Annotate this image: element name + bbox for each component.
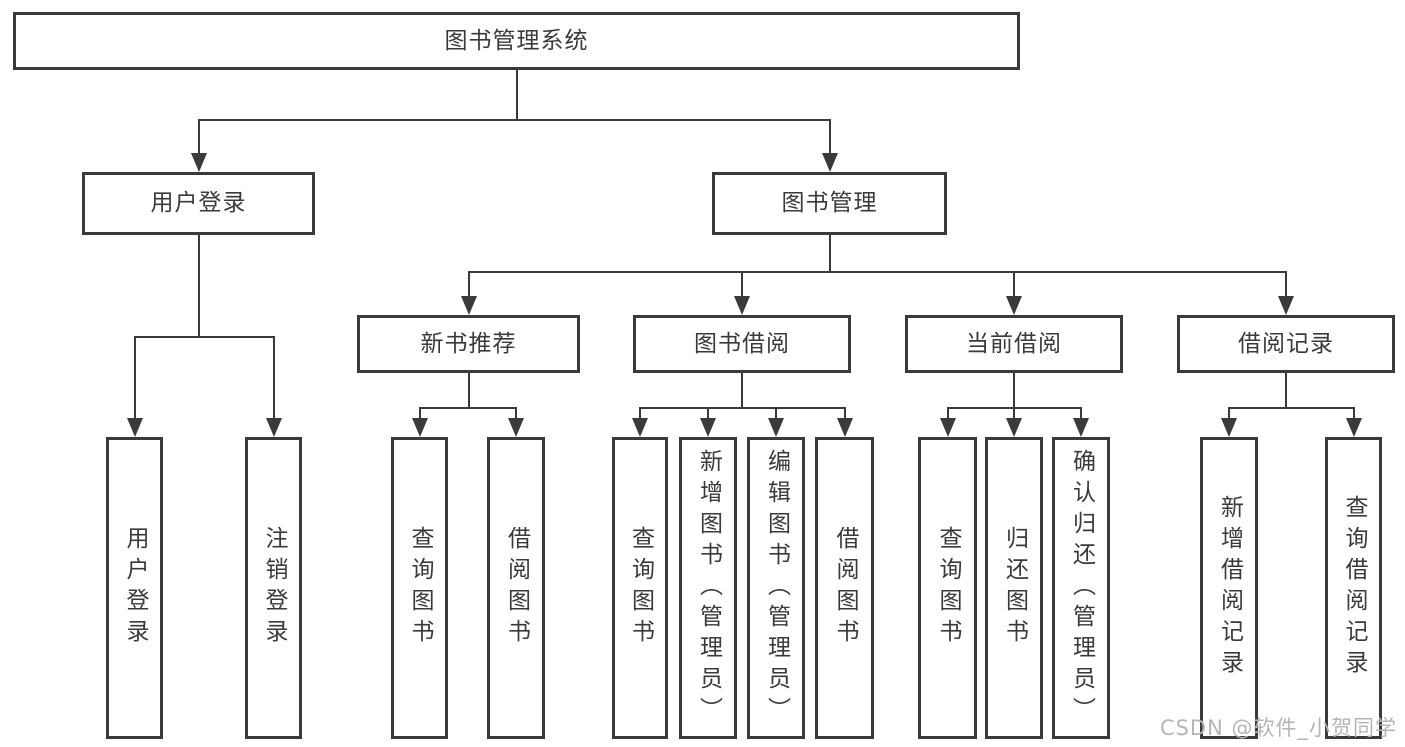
node-label-user-login: 用户登录 [150, 190, 247, 216]
node-label-leaf-add-borrow-record: 新增借阅记录 [1216, 495, 1243, 681]
node-current-borrow: 当前借阅 [905, 315, 1123, 373]
connector-drop [1013, 271, 1015, 298]
node-leaf-borrow-book-rec: 借阅图书 [487, 437, 545, 739]
node-leaf-add-borrow-record: 新增借阅记录 [1200, 437, 1258, 739]
node-leaf-add-book-admin: 新增图书（管理员） [679, 437, 737, 739]
connector-drop [1228, 407, 1230, 420]
connector-drop [273, 336, 275, 420]
watermark-text: CSDN @软件_小贺同学 [1159, 716, 1397, 740]
connector-drop [741, 271, 743, 298]
connector-drop [1353, 407, 1355, 420]
arrowhead-down-icon [191, 153, 207, 172]
connector-stub [468, 373, 470, 409]
arrowhead-down-icon [508, 418, 524, 437]
arrowhead-down-icon [1006, 296, 1022, 315]
node-label-new-book-rec: 新书推荐 [420, 330, 517, 357]
connector-drop [468, 271, 470, 298]
node-leaf-logout: 注销登录 [245, 437, 302, 739]
connector-bus [468, 271, 1287, 273]
node-leaf-edit-book-admin: 编辑图书（管理员） [747, 437, 805, 739]
node-root: 图书管理系统 [13, 12, 1020, 70]
connector-stub [198, 235, 200, 338]
connector-drop [947, 407, 949, 420]
node-leaf-return-book: 归还图书 [985, 437, 1043, 739]
node-label-leaf-user-login: 用户登录 [122, 526, 148, 650]
connector-drop [639, 407, 641, 420]
arrowhead-down-icon [632, 418, 648, 437]
node-leaf-confirm-return-admin: 确认归还（管理员） [1052, 437, 1110, 739]
connector-drop [829, 119, 831, 155]
node-label-leaf-add-book-admin: 新增图书（管理员） [695, 448, 722, 728]
node-label-leaf-logout: 注销登录 [261, 526, 287, 650]
connector-stub [829, 235, 831, 273]
connector-drop [775, 407, 777, 420]
connector-drop [198, 119, 200, 155]
node-label-borrow-records: 借阅记录 [1238, 330, 1334, 357]
node-label-leaf-borrow-book-rec: 借阅图书 [503, 526, 530, 650]
node-user-login: 用户登录 [82, 172, 315, 235]
node-label-leaf-query-borrow-record: 查询借阅记录 [1341, 495, 1367, 681]
node-label-leaf-query-book-rec: 查询图书 [407, 526, 433, 650]
node-label-leaf-borrow-book-borrow: 借阅图书 [832, 526, 858, 650]
node-leaf-query-book-borrow: 查询图书 [612, 437, 668, 739]
arrowhead-down-icon [1221, 418, 1237, 437]
connector-stub [1285, 373, 1287, 409]
connector-bus [639, 407, 846, 409]
connector-drop [134, 336, 136, 420]
node-label-root: 图书管理系统 [444, 27, 589, 54]
connector-stub [741, 373, 743, 409]
node-label-book-borrow: 图书借阅 [694, 330, 790, 357]
connector-bus [1228, 407, 1355, 409]
node-leaf-query-book-current: 查询图书 [918, 437, 977, 739]
node-new-book-rec: 新书推荐 [357, 315, 580, 373]
node-leaf-query-book-rec: 查询图书 [391, 437, 448, 739]
arrowhead-down-icon [734, 296, 750, 315]
arrowhead-down-icon [700, 418, 716, 437]
node-label-current-borrow: 当前借阅 [966, 330, 1062, 357]
arrowhead-down-icon [266, 418, 282, 437]
arrowhead-down-icon [412, 418, 428, 437]
node-label-leaf-edit-book-admin: 编辑图书（管理员） [763, 448, 790, 728]
arrowhead-down-icon [837, 418, 853, 437]
arrowhead-down-icon [1073, 418, 1089, 437]
connector-drop [419, 407, 421, 420]
node-leaf-user-login: 用户登录 [106, 437, 163, 739]
connector-bus [134, 336, 275, 338]
arrowhead-down-icon [1278, 296, 1294, 315]
arrowhead-down-icon [1346, 418, 1362, 437]
connector-drop [515, 407, 517, 420]
arrowhead-down-icon [461, 296, 477, 315]
connector-bus [198, 119, 831, 121]
connector-drop [707, 407, 709, 420]
node-borrow-records: 借阅记录 [1177, 315, 1395, 373]
connector-stub [516, 70, 518, 121]
connector-bus [419, 407, 517, 409]
connector-drop [1285, 271, 1287, 298]
node-label-leaf-return-book: 归还图书 [1001, 526, 1028, 650]
node-book-mgmt: 图书管理 [712, 172, 947, 235]
arrowhead-down-icon [1006, 418, 1022, 437]
arrowhead-down-icon [940, 418, 956, 437]
node-label-book-mgmt: 图书管理 [781, 190, 878, 216]
node-label-leaf-query-book-current: 查询图书 [935, 526, 961, 650]
connector-drop [844, 407, 846, 420]
arrowhead-down-icon [768, 418, 784, 437]
connector-stub [1013, 373, 1015, 409]
connector-drop [1080, 407, 1082, 420]
node-book-borrow: 图书借阅 [633, 315, 851, 373]
node-label-leaf-query-book-borrow: 查询图书 [627, 526, 654, 650]
node-leaf-query-borrow-record: 查询借阅记录 [1325, 437, 1382, 739]
connector-drop [1013, 407, 1015, 420]
arrowhead-down-icon [822, 153, 838, 172]
node-leaf-borrow-book-borrow: 借阅图书 [815, 437, 874, 739]
node-label-leaf-confirm-return-admin: 确认归还（管理员） [1068, 448, 1095, 728]
arrowhead-down-icon [127, 418, 143, 437]
